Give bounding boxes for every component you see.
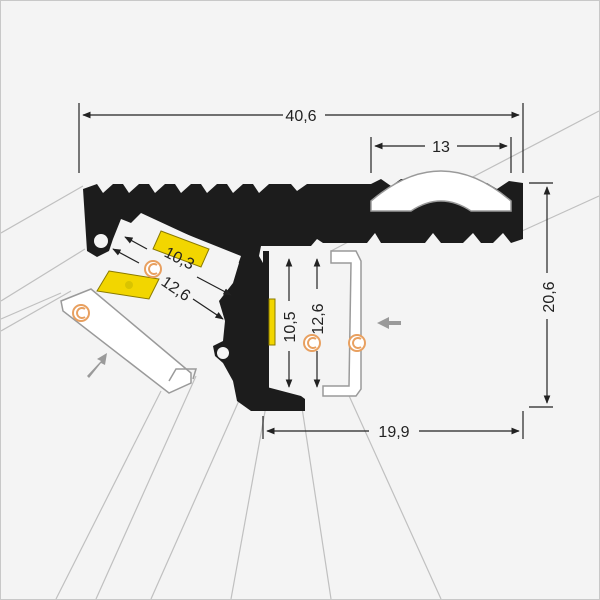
led-chip-icon <box>303 334 321 352</box>
dim-inner-width-vertical: 12,6 <box>310 303 327 334</box>
dim-total-height: 20,6 <box>541 281 558 312</box>
led-strip-angled <box>152 230 210 268</box>
led-chip-icon <box>144 260 162 278</box>
insertion-arrow-icon <box>87 353 107 378</box>
dimension-lines <box>78 103 553 439</box>
led-strip-vertical <box>268 298 276 346</box>
dim-strip-width-vertical: 10,5 <box>282 311 299 342</box>
led-chip-icon <box>72 304 90 322</box>
vertical-channel-wall <box>263 251 269 391</box>
led-strip-mark <box>125 281 133 289</box>
dim-inner-width-angled: 12,6 <box>158 274 193 306</box>
dim-base-width: 19,9 <box>378 424 409 441</box>
dim-lens-width: 13 <box>432 139 450 156</box>
angled-diffuser <box>60 288 192 394</box>
vertical-diffuser <box>322 250 362 397</box>
angled-diffuser-clip <box>168 368 198 382</box>
dim-total-width: 40,6 <box>285 108 316 125</box>
led-chip-icon <box>348 334 366 352</box>
top-lens-diffuser <box>370 170 512 212</box>
insertion-arrow-icon <box>377 317 401 329</box>
